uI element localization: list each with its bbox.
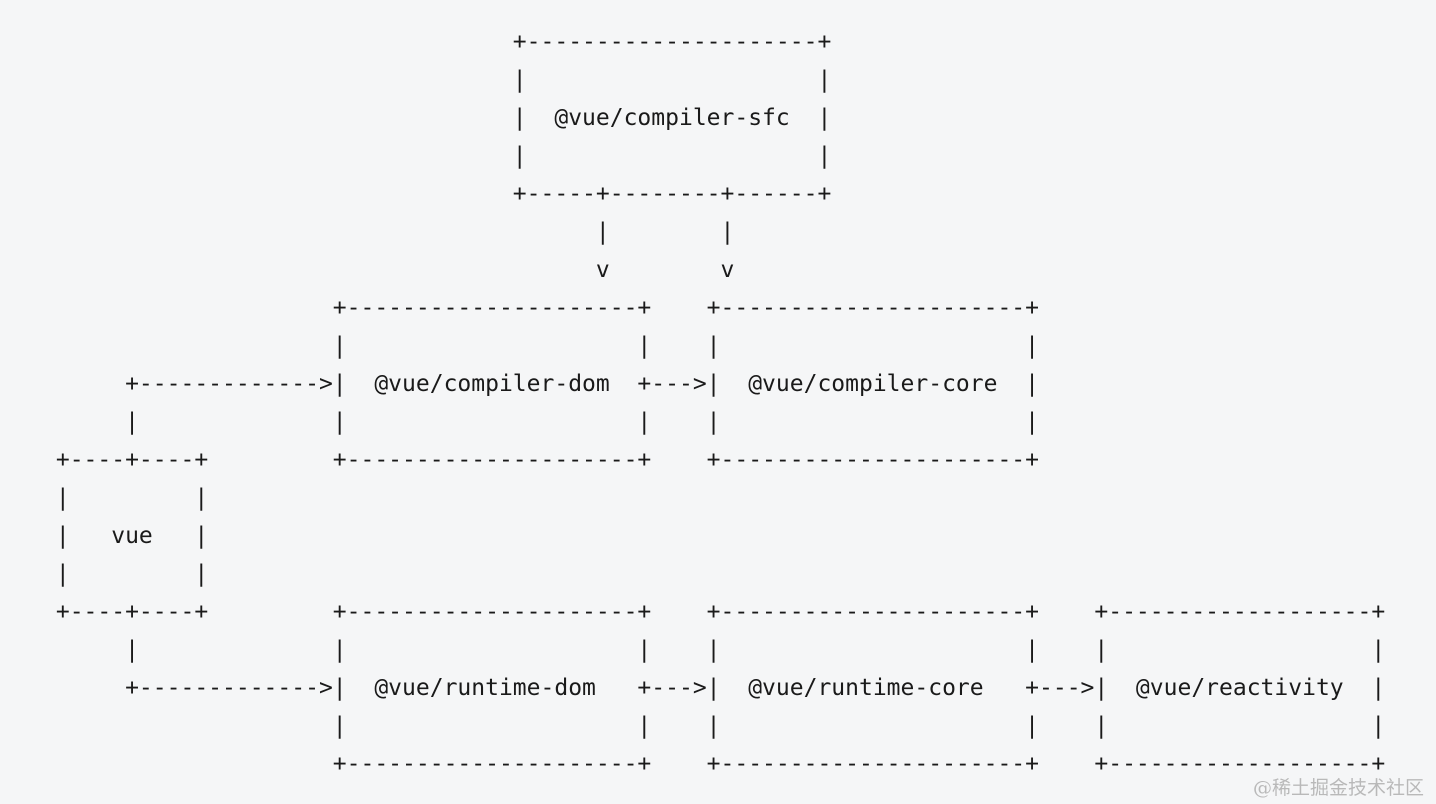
- watermark-text: @稀土掘金技术社区: [1252, 777, 1424, 799]
- vue-package-architecture-ascii-diagram: +---------------------+ | | | @vue/compi…: [55, 29, 1386, 777]
